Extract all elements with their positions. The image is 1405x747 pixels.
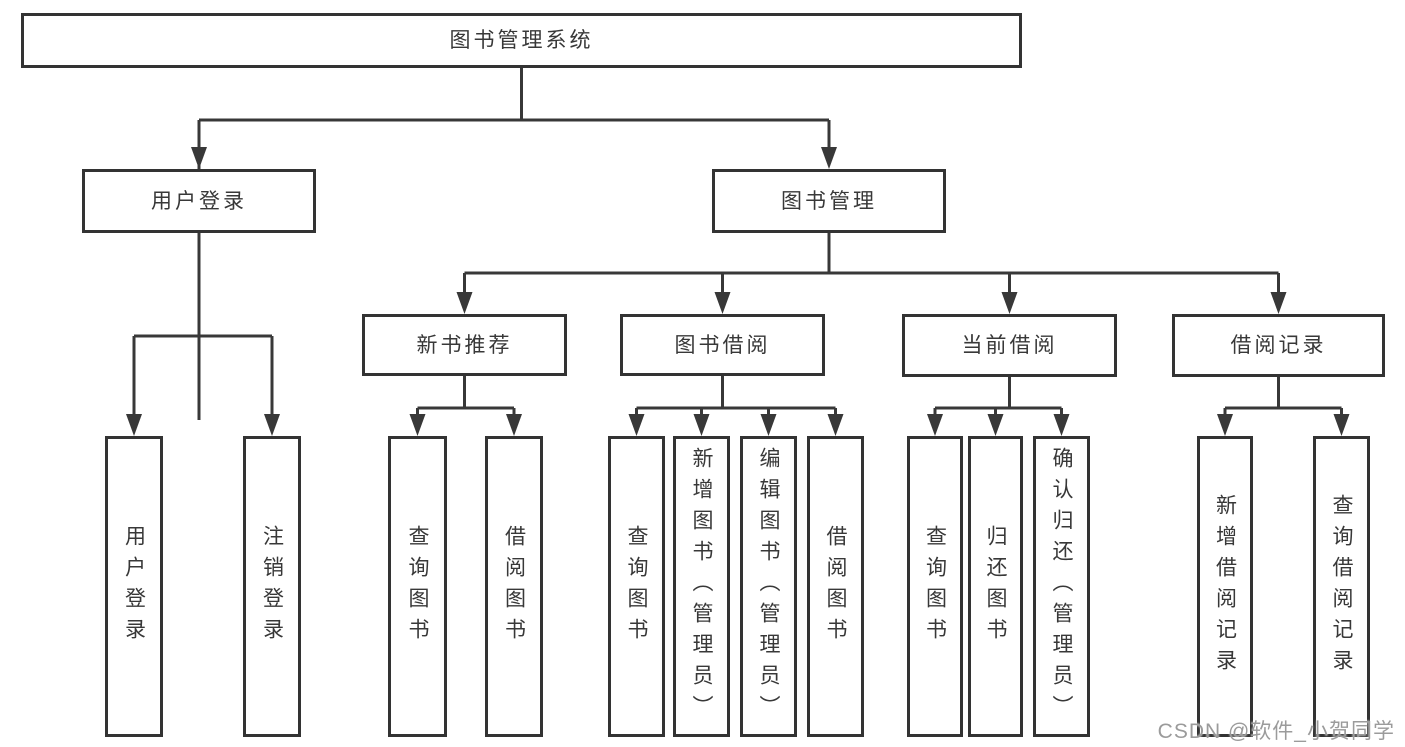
node-label: 确认归还（管理员） [1050, 447, 1073, 726]
node-label: 新书推荐 [416, 333, 513, 357]
node-borrowing-borrow-books: 借阅图书 [807, 436, 864, 737]
node-label: 查询图书 [625, 524, 648, 649]
node-current-confirm-return-admin: 确认归还（管理员） [1033, 436, 1090, 737]
node-label: 查询借阅记录 [1330, 493, 1353, 680]
node-borrowing-add-books-admin: 新增图书（管理员） [673, 436, 730, 737]
node-records-add-record: 新增借阅记录 [1197, 436, 1253, 737]
node-user-login: 用户登录 [82, 169, 316, 233]
node-recommend-query-books: 查询图书 [388, 436, 447, 737]
node-book-management: 图书管理 [712, 169, 946, 233]
node-label: 用户登录 [122, 524, 146, 649]
node-label: 编辑图书（管理员） [757, 447, 780, 726]
node-label: 新增图书（管理员） [690, 447, 713, 726]
node-label: 图书借阅 [674, 333, 771, 357]
node-label: 查询图书 [406, 524, 429, 649]
node-label: 新增借阅记录 [1213, 493, 1237, 680]
node-borrowing-query-books: 查询图书 [608, 436, 665, 737]
arrowhead-icons [126, 147, 1350, 436]
node-label: 图书管理系统 [449, 29, 594, 52]
node-book-borrowing: 图书借阅 [620, 314, 825, 376]
node-current-query-books: 查询图书 [907, 436, 963, 737]
node-new-book-recommendation: 新书推荐 [362, 314, 567, 376]
node-label: 查询图书 [923, 524, 947, 649]
node-current-borrowing: 当前借阅 [902, 314, 1117, 377]
node-borrowing-edit-books-admin: 编辑图书（管理员） [740, 436, 797, 737]
node-label: 当前借阅 [961, 334, 1058, 357]
node-label: 图书管理 [781, 189, 877, 213]
csdn-watermark: CSDN @软件_小贺同学 [1157, 720, 1395, 743]
node-label: 用户登录 [151, 189, 247, 213]
node-borrowing-records: 借阅记录 [1172, 314, 1385, 377]
node-label: 注销登录 [260, 524, 284, 649]
node-label: 归还图书 [984, 524, 1007, 649]
node-label: 借阅记录 [1230, 334, 1327, 357]
node-logout-action: 注销登录 [243, 436, 301, 737]
node-label: 借阅图书 [824, 524, 847, 649]
node-user-login-action: 用户登录 [105, 436, 163, 737]
node-library-system: 图书管理系统 [21, 13, 1022, 68]
node-label: 借阅图书 [502, 524, 526, 649]
node-current-return-books: 归还图书 [968, 436, 1023, 737]
node-records-query-record: 查询借阅记录 [1313, 436, 1370, 737]
node-recommend-borrow-books: 借阅图书 [485, 436, 543, 737]
